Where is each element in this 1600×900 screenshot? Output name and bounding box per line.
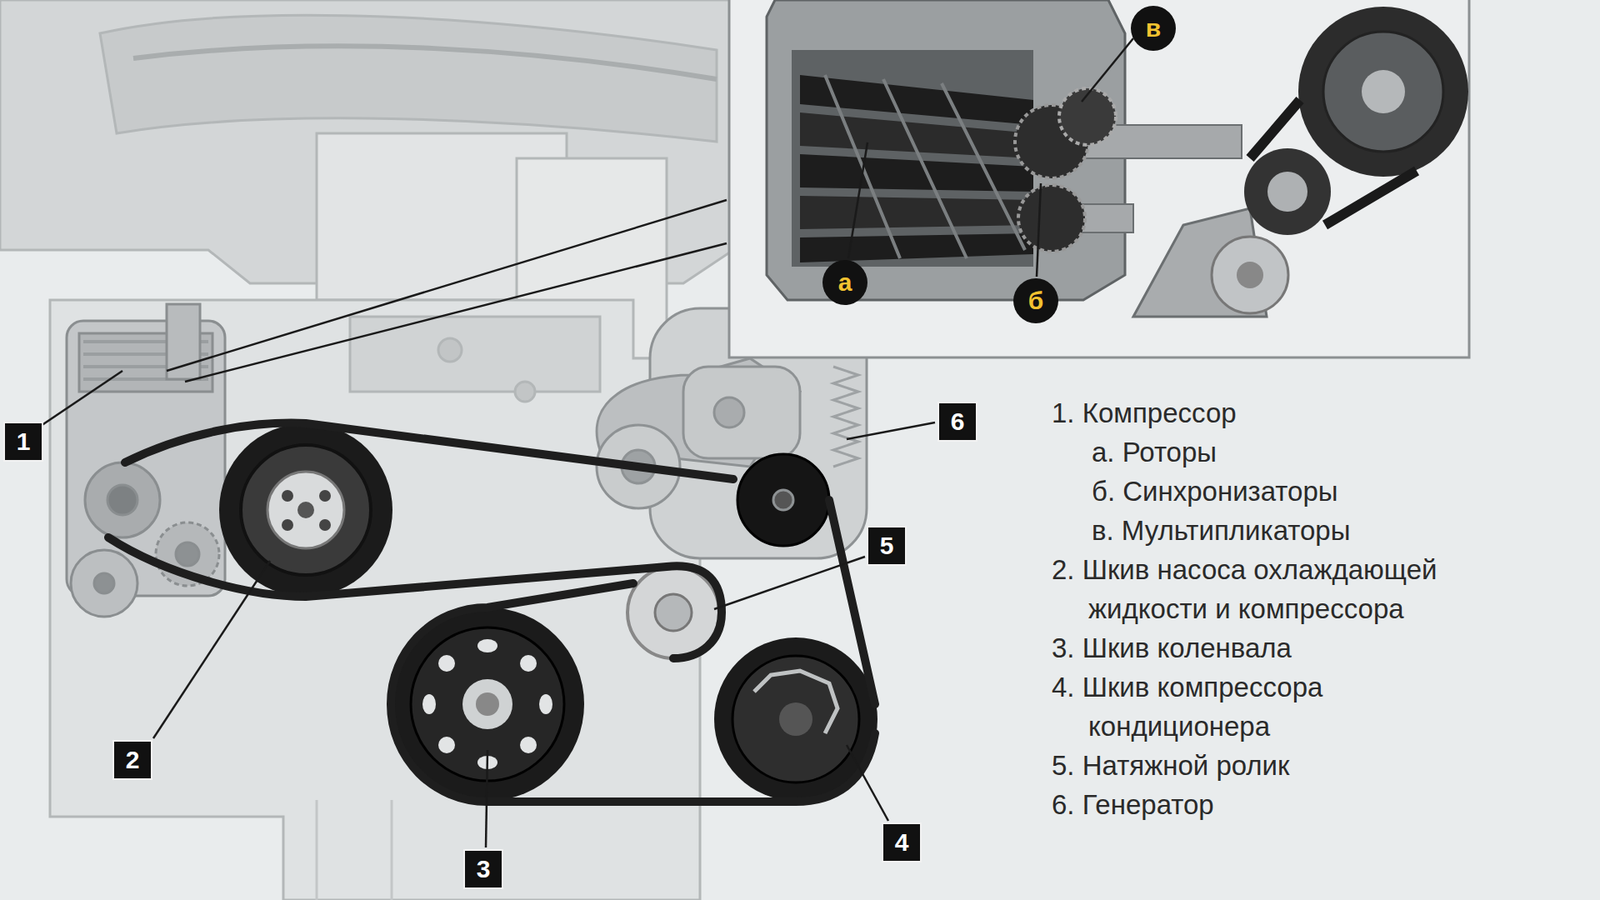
rotors <box>800 75 1034 263</box>
legend-list: 1. Компрессора. Роторыб. Синхронизаторыв… <box>1051 393 1469 825</box>
callout-number: 6 <box>937 401 978 442</box>
engine-block <box>0 0 734 900</box>
callout-number: 2 <box>112 740 153 780</box>
callout-number: в <box>1130 5 1176 51</box>
callout-number: 3 <box>463 849 504 890</box>
legend-text: 2. Шкив насоса охлаждающей жидкости и ко… <box>1051 550 1469 629</box>
legend-text: 3. Шкив коленвала <box>1051 628 1469 668</box>
callout-number: а <box>822 260 868 305</box>
legend-text: 4. Шкив компрессора кондиционера <box>1051 667 1469 746</box>
leader-lines <box>38 38 1134 848</box>
legend-text: б. Синхронизаторы <box>1051 471 1469 511</box>
callout-number: б <box>1013 278 1059 324</box>
legend-text: 1. Компрессор <box>1051 393 1469 433</box>
pulleys <box>219 423 878 801</box>
cutaway-inset <box>729 0 1470 358</box>
callout-number: 1 <box>3 421 44 462</box>
callout-number: 5 <box>866 525 907 566</box>
legend-text: а. Роторы <box>1051 432 1469 472</box>
legend-text: 6. Генератор <box>1051 785 1469 825</box>
legend-text: в. Мультипликаторы <box>1051 510 1469 550</box>
drive-belt <box>108 423 875 802</box>
legend-text: 5. Натяжной ролик <box>1051 745 1469 785</box>
callout-number: 4 <box>881 822 922 863</box>
supercharger <box>66 304 225 617</box>
